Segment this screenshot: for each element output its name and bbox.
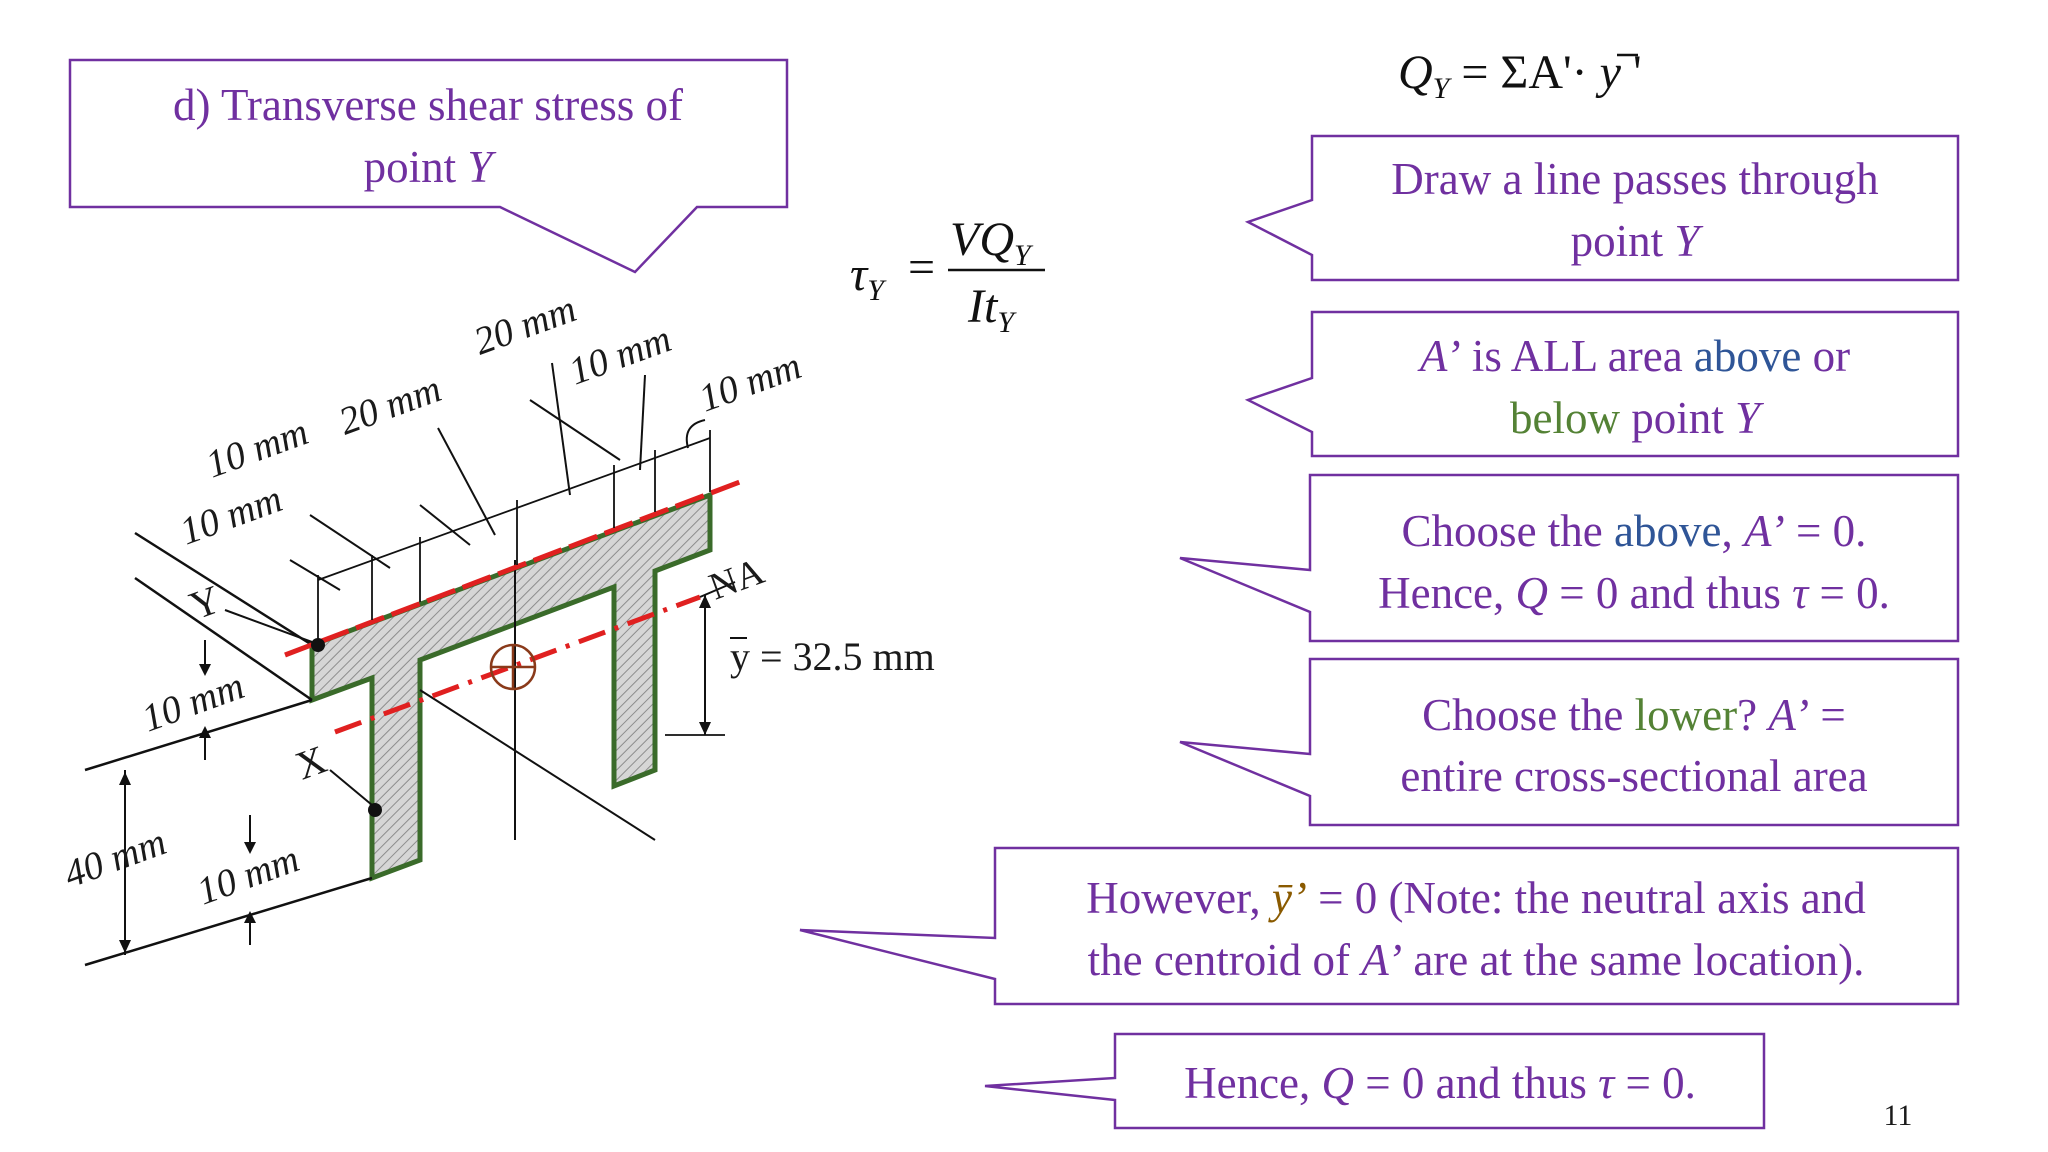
title-line1: d) Transverse shear stress of — [173, 80, 683, 130]
svg-text:Hence, Q = 0 and thus τ = 0.: Hence, Q = 0 and thus τ = 0. — [1184, 1058, 1696, 1108]
centroid-icon — [489, 643, 537, 691]
svg-text:the centroid of A’ are at the: the centroid of A’ are at the same locat… — [1088, 935, 1865, 985]
svg-text:Draw a line passes through: Draw a line passes through — [1391, 154, 1878, 204]
svg-text:Hence, Q = 0 and thus τ = 0.: Hence, Q = 0 and thus τ = 0. — [1378, 568, 1890, 618]
dim-10mm-right: 10 mm — [693, 344, 806, 420]
svg-text:Choose the lower? A’ =: Choose the lower? A’ = — [1422, 690, 1846, 740]
dim-20mm-b: 20 mm — [333, 367, 446, 443]
callout-hence: Hence, Q = 0 and thus τ = 0. — [984, 1032, 1766, 1130]
callout-draw-line: Draw a line passes through point Y — [1244, 134, 1960, 282]
callout-choose-above: Choose the above, A’ = 0. Hence, Q = 0 a… — [1179, 473, 1960, 643]
tau-formula: τY = VQY ItY — [850, 213, 1045, 339]
ybar-dimension-text: y = 32.5 mm — [730, 634, 935, 679]
svg-text:QY = ΣA'· y ': QY = ΣA'· y ' — [1398, 46, 1642, 105]
dim-10mm-flange: 10 mm — [136, 664, 249, 740]
dim-40mm: 40 mm — [58, 820, 171, 896]
label-na: NA — [704, 550, 770, 608]
dim-10mm-c: 10 mm — [174, 477, 287, 553]
label-x: X — [290, 736, 333, 788]
svg-text:VQY: VQY — [950, 213, 1034, 272]
svg-text:entire cross-sectional area: entire cross-sectional area — [1400, 751, 1867, 801]
callout-area-definition: A’ is ALL area above or below point Y — [1244, 310, 1960, 458]
svg-text:However, ȳ’ = 0 (Note: the neu: However, ȳ’ = 0 (Note: the neutral axis … — [1086, 873, 1866, 923]
svg-text:Choose the above, A’ = 0.: Choose the above, A’ = 0. — [1402, 506, 1867, 556]
svg-text:=: = — [908, 241, 935, 294]
dim-10mm-web: 10 mm — [563, 317, 676, 393]
svg-text:τY: τY — [850, 248, 887, 307]
beam-diagram: 20 mm 10 mm 10 mm 10 mm 20 mm 10 mm 10 m… — [58, 287, 935, 967]
point-x-dot — [368, 803, 382, 817]
qy-formula: QY = ΣA'· y ' — [1398, 46, 1642, 105]
svg-text:below point Y: below point Y — [1510, 393, 1765, 443]
callout-choose-lower: Choose the lower? A’ = entire cross-sect… — [1179, 657, 1960, 827]
neutral-axis-line — [334, 594, 701, 735]
label-y: Y — [184, 576, 227, 628]
point-y-dot — [311, 638, 325, 652]
page-number: 11 — [1884, 1099, 1913, 1132]
title-line2: point Y — [364, 142, 498, 192]
title-callout: d) Transverse shear stress of point Y — [68, 58, 789, 274]
callout-however: However, ȳ’ = 0 (Note: the neutral axis … — [799, 846, 1960, 1006]
svg-text:A’ is ALL area above or: A’ is ALL area above or — [1417, 331, 1850, 381]
cross-section — [309, 491, 713, 882]
line-through-y — [284, 477, 746, 658]
dim-10mm-a: 10 mm — [200, 410, 313, 486]
svg-text:ItY: ItY — [967, 280, 1017, 339]
svg-text:point Y: point Y — [1571, 216, 1705, 266]
